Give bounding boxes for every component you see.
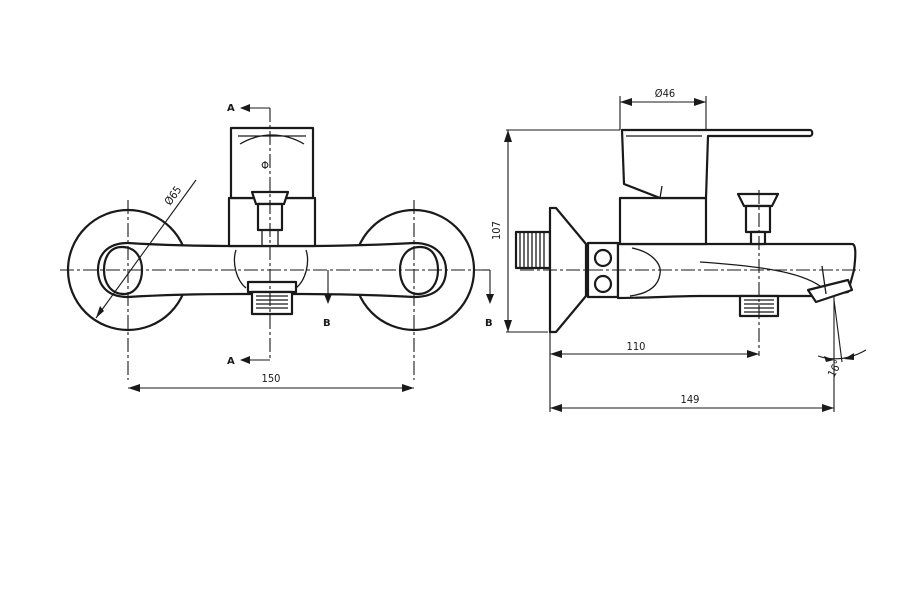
section-a-top-label: A <box>227 103 235 114</box>
nut-hole-top <box>593 248 613 268</box>
lever-handle-detail <box>238 134 306 145</box>
total-arrow-right <box>822 404 834 412</box>
width-dim-arrow-left <box>128 384 140 392</box>
total-arrow-left <box>550 404 562 412</box>
dim-side-total: 149 <box>681 393 700 406</box>
wall-connector-thread <box>519 232 545 268</box>
height-arrow-top <box>504 130 512 142</box>
lever-handle <box>229 126 315 200</box>
diverter-knob <box>250 190 290 206</box>
side-view: Ø46 107 <box>490 87 867 412</box>
diameter-dim-line <box>95 179 197 319</box>
section-b-right-arrow <box>486 294 494 304</box>
section-a-bottom-label: A <box>227 356 235 367</box>
diameter-dim-arrow <box>96 306 104 318</box>
spout-inner <box>821 265 827 295</box>
dim-side-outlet: 110 <box>627 340 646 353</box>
angle-arrow-left <box>824 356 834 362</box>
side-lever <box>620 128 814 200</box>
dim-side-diameter: Ø46 <box>655 87 675 100</box>
angle-arrow-right <box>844 353 854 360</box>
side-lever-bevel <box>623 183 663 199</box>
diam-arrow-left <box>620 98 632 106</box>
outlet-thread-lines <box>256 295 288 309</box>
body-hub <box>233 249 309 289</box>
outlet-arrow-left <box>550 350 562 358</box>
lever-housing <box>227 196 317 248</box>
section-b-left-arrow <box>324 294 332 304</box>
right-end-cap <box>398 245 440 296</box>
outlet-nut <box>246 280 298 294</box>
side-diverter-base <box>749 230 767 246</box>
spout-nozzle <box>806 278 854 304</box>
diverter-shaft <box>261 230 279 246</box>
nut-hole-bottom <box>593 274 613 294</box>
section-b-right-label: B <box>485 318 493 329</box>
dim-front-diameter: Ø65 <box>162 184 185 208</box>
width-dim-arrow-right <box>402 384 414 392</box>
height-arrow-bottom <box>504 320 512 332</box>
section-b-left-label: B <box>323 318 331 329</box>
outlet-thread <box>250 290 294 316</box>
cartridge-symbol: Φ <box>261 159 269 172</box>
diam-arrow-right <box>694 98 706 106</box>
wall-connector <box>514 230 552 270</box>
dim-front-width: 150 <box>262 372 281 385</box>
section-a-bottom-arrow <box>240 356 250 364</box>
side-cartridge-housing <box>618 196 708 246</box>
side-diverter-knob <box>736 192 780 208</box>
section-a-top-arrow <box>240 104 250 112</box>
dim-side-height: 107 <box>490 221 503 240</box>
front-view: Φ Ø65 A A B B <box>60 103 494 392</box>
angle-leg <box>833 299 843 363</box>
outlet-arrow-right <box>747 350 759 358</box>
left-end-cap <box>102 245 144 296</box>
side-diverter-stem <box>744 204 772 234</box>
angle-arc <box>817 349 867 360</box>
body-curve-detail <box>629 247 661 297</box>
